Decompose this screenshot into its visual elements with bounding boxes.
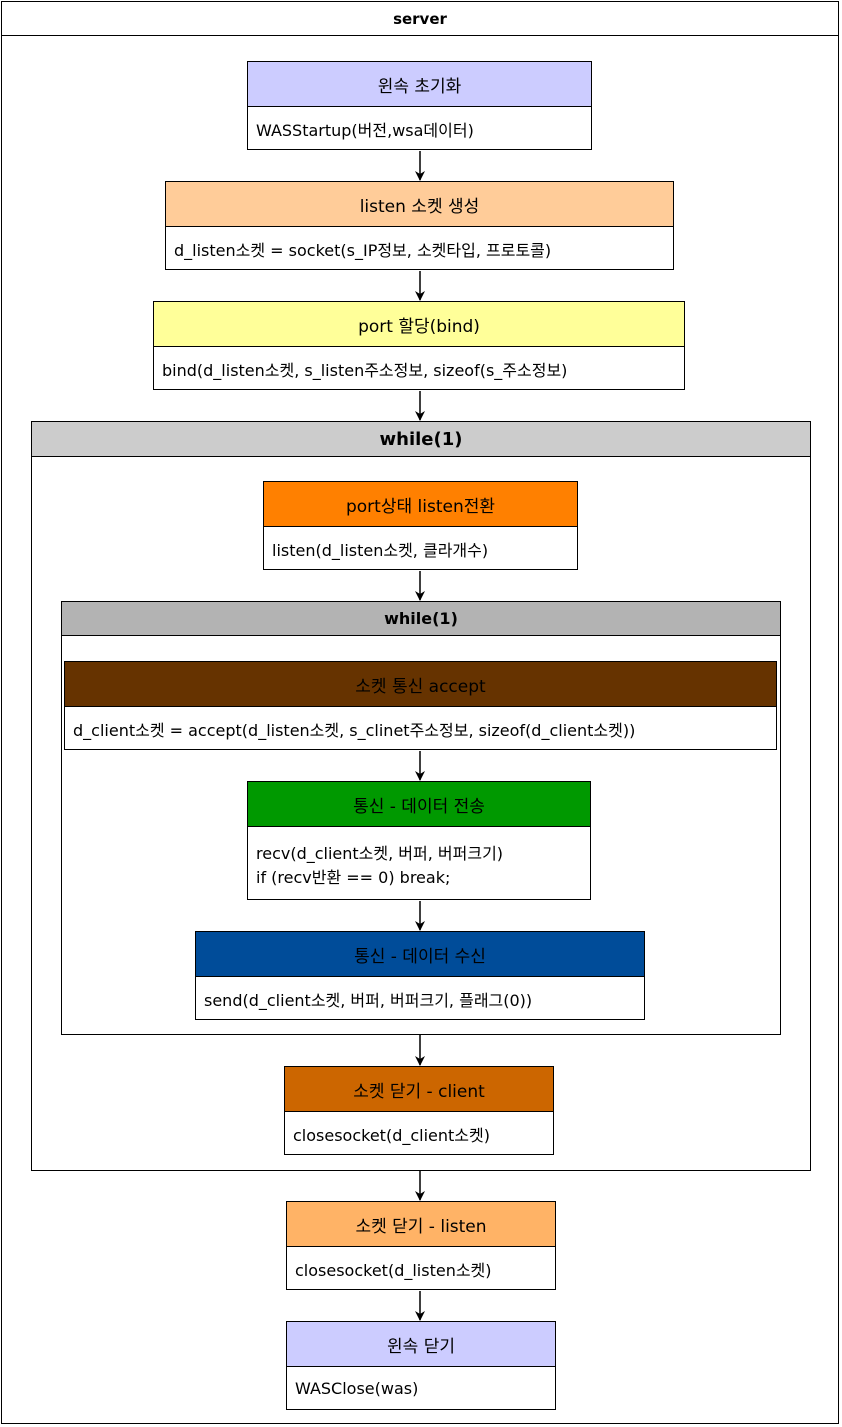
node-title: 통신 - 데이터 전송 (248, 782, 590, 827)
node-body: d_client소켓 = accept(d_listen소켓, s_clinet… (65, 707, 776, 750)
inner-loop-label: while(1) (62, 602, 780, 636)
node-body: recv(d_client소켓, 버퍼, 버퍼크기) if (recv반환 == … (248, 827, 590, 900)
node-body: WASClose(was) (287, 1367, 555, 1410)
node-title: 소켓 통신 accept (65, 662, 776, 707)
node-title: port 할당(bind) (154, 302, 684, 347)
node-body: WASStartup(버전,wsa데이터) (248, 107, 591, 150)
node-code-line: d_client소켓 = accept(d_listen소켓, s_clinet… (73, 720, 636, 740)
node-title: 소켓 닫기 - listen (287, 1202, 555, 1247)
node-accept: 소켓 통신 accept d_client소켓 = accept(d_listen… (64, 661, 777, 750)
node-code-line: if (recv반환 == 0) break; (256, 867, 451, 887)
node-winsock-close: 윈속 닫기 WASClose(was) (286, 1321, 556, 1410)
node-code-line: send(d_client소켓, 버퍼, 버퍼크기, 플래그(0)) (204, 990, 533, 1010)
node-code-line: closesocket(d_client소켓) (293, 1125, 490, 1145)
node-title: 통신 - 데이터 수신 (196, 932, 644, 977)
node-send: 통신 - 데이터 수신 send(d_client소켓, 버퍼, 버퍼크기, 플래… (195, 931, 645, 1020)
node-recv: 통신 - 데이터 전송 recv(d_client소켓, 버퍼, 버퍼크기) if … (247, 781, 591, 900)
node-body: bind(d_listen소켓, s_listen주소정보, sizeof(s_… (154, 347, 684, 390)
node-port-listen: port상태 listen전환 listen(d_listen소켓, 클라개수) (263, 481, 578, 570)
node-close-listen: 소켓 닫기 - listen closesocket(d_listen소켓) (286, 1201, 556, 1290)
node-body: closesocket(d_listen소켓) (287, 1247, 555, 1290)
node-code-line: WASClose(was) (295, 1379, 419, 1398)
node-winsock-init: 윈속 초기화 WASStartup(버전,wsa데이터) (247, 61, 592, 150)
node-body: closesocket(d_client소켓) (285, 1112, 553, 1155)
node-title: port상태 listen전환 (264, 482, 577, 527)
node-code-line: d_listen소켓 = socket(s_IP정보, 소켓타입, 프로토콜) (174, 240, 552, 260)
node-title: 윈속 닫기 (287, 1322, 555, 1367)
node-body: listen(d_listen소켓, 클라개수) (264, 527, 577, 570)
node-code-line: WASStartup(버전,wsa데이터) (256, 120, 474, 140)
node-code-line: closesocket(d_listen소켓) (295, 1260, 492, 1280)
node-close-client: 소켓 닫기 - client closesocket(d_client소켓) (284, 1066, 554, 1155)
node-port-bind: port 할당(bind) bind(d_listen소켓, s_listen주소… (153, 301, 685, 390)
diagram-title: server (2, 2, 838, 36)
node-code-line: recv(d_client소켓, 버퍼, 버퍼크기) (256, 843, 504, 863)
node-title: listen 소켓 생성 (166, 182, 673, 227)
outer-loop-label: while(1) (32, 422, 810, 457)
node-code-line: listen(d_listen소켓, 클라개수) (272, 540, 489, 560)
node-title: 소켓 닫기 - client (285, 1067, 553, 1112)
node-body: d_listen소켓 = socket(s_IP정보, 소켓타입, 프로토콜) (166, 227, 673, 270)
node-code-line: bind(d_listen소켓, s_listen주소정보, sizeof(s_… (162, 360, 568, 380)
node-body: send(d_client소켓, 버퍼, 버퍼크기, 플래그(0)) (196, 977, 644, 1020)
node-title: 윈속 초기화 (248, 62, 591, 107)
node-listen-socket: listen 소켓 생성 d_listen소켓 = socket(s_IP정보, … (165, 181, 674, 270)
